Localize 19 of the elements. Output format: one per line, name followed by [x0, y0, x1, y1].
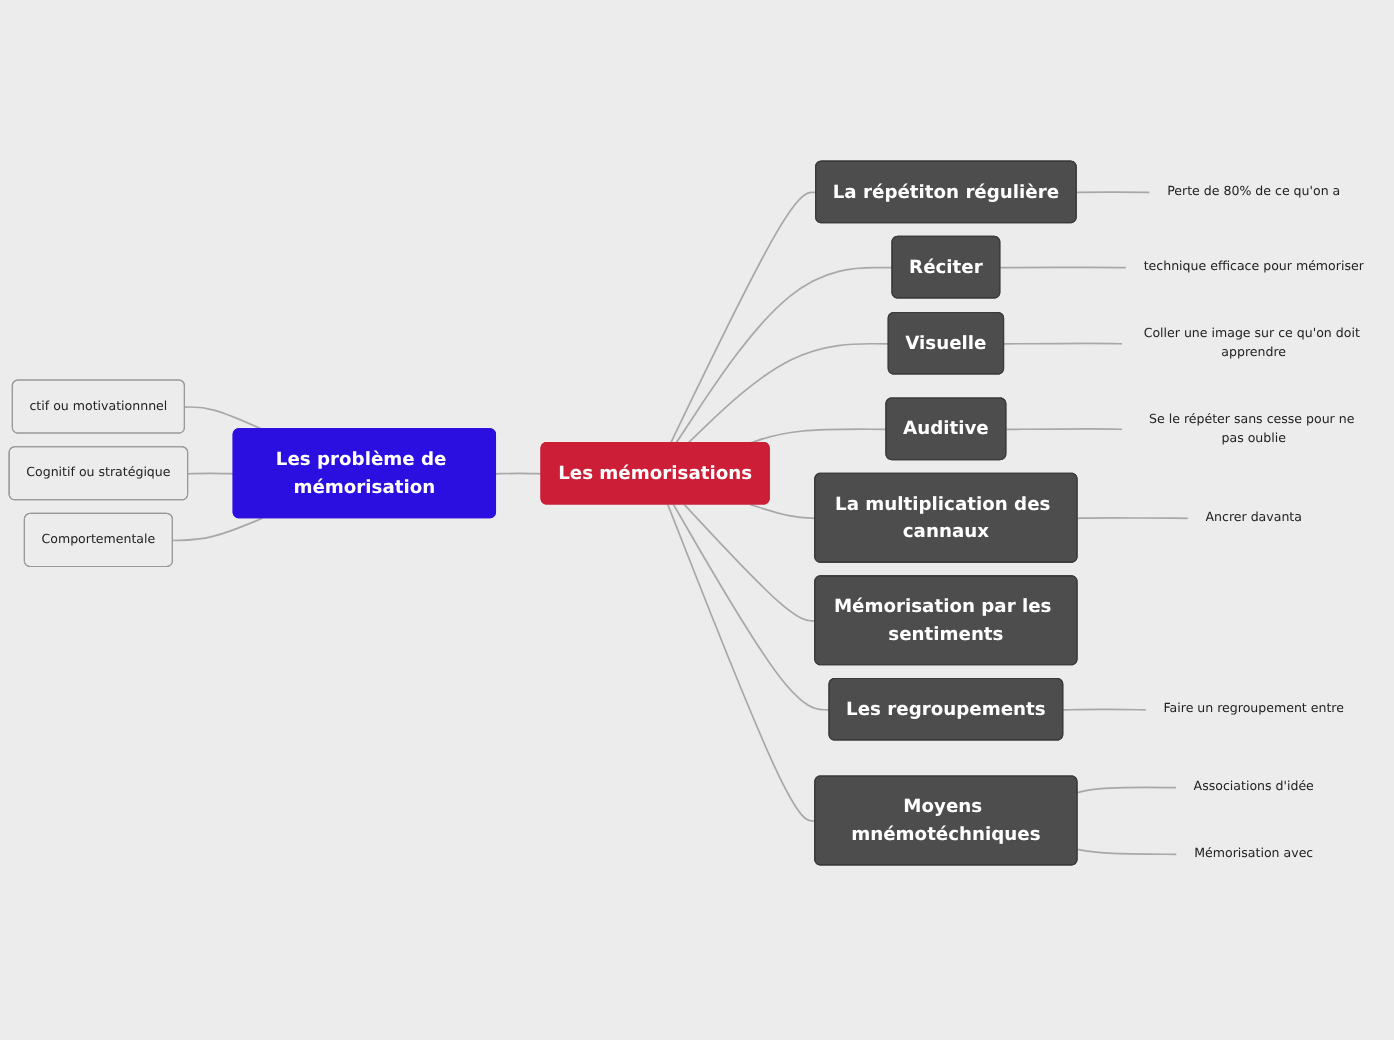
connector [1075, 190, 1152, 193]
connector [1076, 516, 1190, 519]
connector [184, 405, 264, 430]
connector [1005, 427, 1125, 430]
connector [669, 190, 818, 444]
connector [495, 471, 543, 474]
connector [666, 503, 817, 822]
connector [749, 503, 817, 519]
connector [1003, 341, 1125, 344]
connector [1062, 707, 1148, 710]
connector [672, 503, 831, 710]
connector [172, 516, 264, 541]
connector [687, 342, 890, 444]
connector [683, 503, 817, 622]
connector [1076, 785, 1178, 793]
connector [187, 471, 235, 474]
connector [999, 265, 1128, 268]
connector [675, 266, 894, 444]
connector [1076, 847, 1179, 855]
